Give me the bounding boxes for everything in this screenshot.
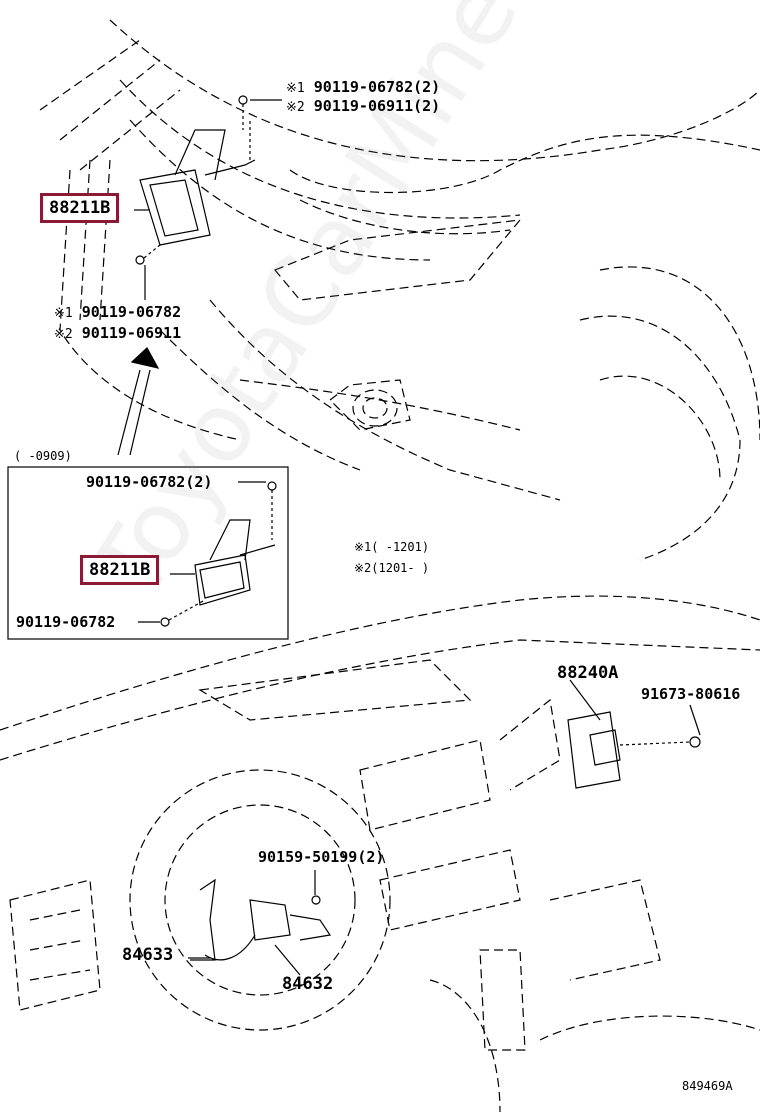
mark-2: ※2 [286,100,305,115]
bolt-91673[interactable]: 91673-80616 [641,685,741,703]
mark-1-mid: ※1 [54,306,73,321]
inset-bolt-bottom[interactable]: 90119-06782 [16,613,116,631]
part-84632[interactable]: 84632 [282,974,334,994]
bolt-mid-part-1: 90119-06782 [81,303,182,321]
bolt-top-callout-1[interactable]: ※1 90119-06782(2) [286,78,441,96]
diagram-id: 849469A [682,1079,733,1093]
part-88211b-top[interactable]: 88211B [40,193,120,223]
inset-range: ( -0909) [14,449,72,463]
bolt-mid-callout-1[interactable]: ※1 90119-06782 [54,303,182,321]
bolt-top-part-2: 90119-06911(2) [313,97,441,115]
part-88240a[interactable]: 88240A [557,663,619,683]
bolt-mid-part-2: 90119-06911 [81,324,182,342]
bolt-top-part-1: 90119-06782(2) [313,78,441,96]
inset-bolt-top[interactable]: 90119-06782(2) [86,473,213,491]
mark-2-mid: ※2 [54,327,73,342]
bolt-90159[interactable]: 90159-50199(2) [258,848,385,866]
part-88211b-inset[interactable]: 88211B [80,555,160,585]
note-1: ※1( -1201) [354,540,430,554]
note-2: ※2(1201- ) [354,561,430,575]
part-84633[interactable]: 84633 [122,945,174,965]
mark-1: ※1 [286,81,305,96]
bolt-top-callout-2[interactable]: ※2 90119-06911(2) [286,97,441,115]
bolt-mid-callout-2[interactable]: ※2 90119-06911 [54,324,182,342]
